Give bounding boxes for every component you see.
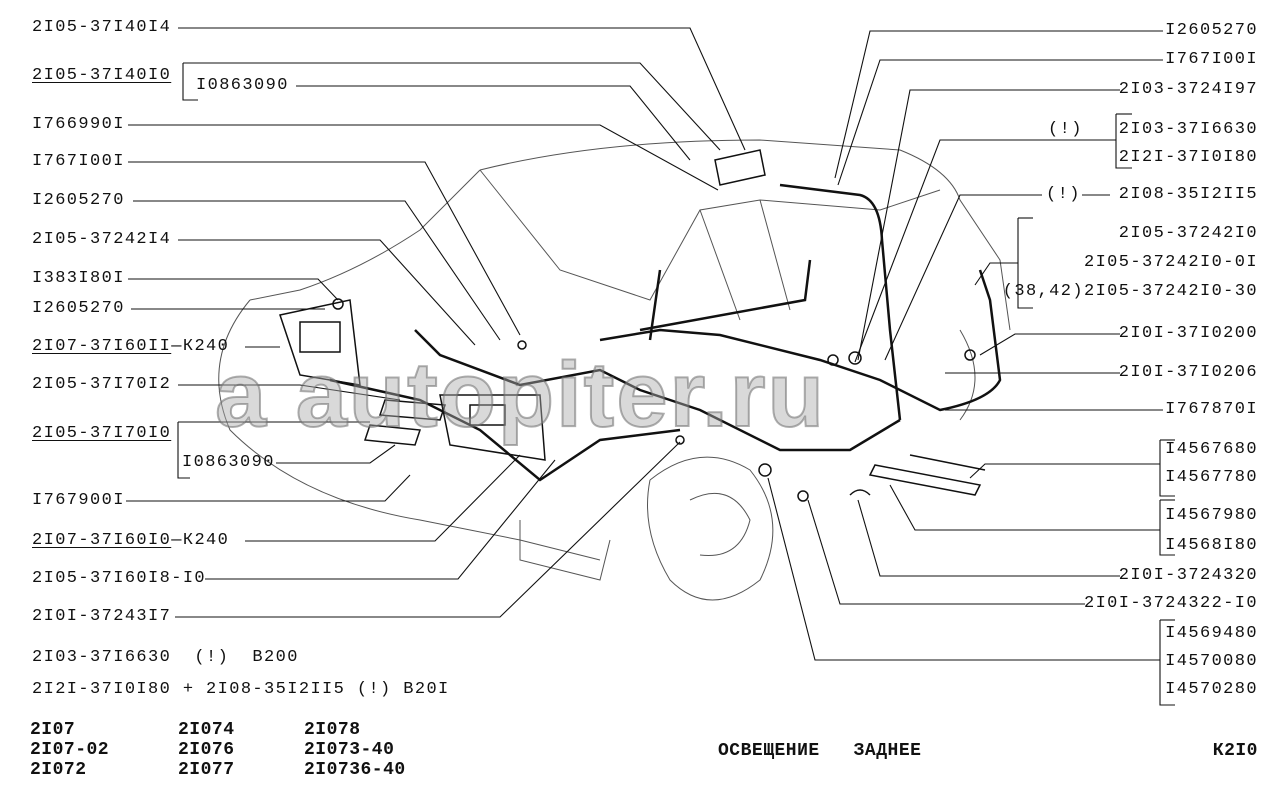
part-label: 2I0I-3724320 xyxy=(1118,566,1258,585)
part-label: 2I0I-37I0206 xyxy=(1118,363,1258,382)
part-label: I4570080 xyxy=(1165,652,1258,671)
part-label: I2605270 xyxy=(32,191,125,210)
part-label: 2I05-37I70I2 xyxy=(32,375,172,394)
part-label-assembly: 2I07-37I60I0—К240 xyxy=(32,532,229,550)
model: 2I07-02 xyxy=(30,740,110,760)
part-label: (38,42)2I05-37242I0-30 xyxy=(1002,282,1258,301)
model: 2I076 xyxy=(178,740,235,760)
part-label: 2I0I-3724322-I0 xyxy=(1083,594,1258,613)
part-suffix: —К240 xyxy=(171,531,230,550)
model: 2I078 xyxy=(304,720,361,740)
watermark: a autopiter.ru xyxy=(214,344,826,446)
part-label: I767870I xyxy=(1165,400,1258,419)
part-label: I4567780 xyxy=(1165,468,1258,487)
part-label: 2I05-37242I4 xyxy=(32,230,172,249)
part-label: I767I00I xyxy=(32,152,125,171)
part-label-sub: I0863090 xyxy=(182,453,275,472)
part-label: I766990I xyxy=(32,115,125,134)
part-label: I4567980 xyxy=(1165,506,1258,525)
model: 2I073-40 xyxy=(304,740,395,760)
part-label: 2I2I-37I0I80 xyxy=(1118,148,1258,167)
part-label: I4570280 xyxy=(1165,680,1258,699)
model: 2I0736-40 xyxy=(304,760,406,780)
leader-lines-left xyxy=(126,27,746,618)
part-label: 2I0I-37I0200 xyxy=(1118,324,1258,343)
part-label: I4568I80 xyxy=(1165,536,1258,555)
part-label: I767I00I xyxy=(1165,50,1258,69)
car-body-outline xyxy=(218,139,1011,601)
part-label-assembly: 2I05-37I70I0 xyxy=(32,424,172,443)
part-label: 2I0I-37243I7 xyxy=(32,607,172,626)
model: 2I077 xyxy=(178,760,235,780)
part-label: I4569480 xyxy=(1165,624,1258,643)
diagram-title: ОСВЕЩЕНИЕ ЗАДНЕЕ xyxy=(718,741,922,761)
part-label: I767900I xyxy=(32,491,125,510)
note-line: 2I2I-37I0I80 + 2I08-35I2II5 (!) B20I xyxy=(32,680,450,699)
part-label: 2I05-37I60I8-I0 xyxy=(32,569,207,588)
part-label: 2I05-37242I0 xyxy=(1118,224,1258,243)
part-suffix: —К240 xyxy=(171,337,230,356)
page-code: К2I0 xyxy=(1212,741,1258,761)
part-label: 2I03-37I6630 xyxy=(1118,120,1258,139)
note-line: 2I03-37I6630 (!) B200 xyxy=(32,648,299,667)
part-label: I2605270 xyxy=(1165,21,1258,40)
part-number: 2I07-37I60II xyxy=(32,337,172,356)
part-label: 2I08-35I2II5 xyxy=(1118,185,1258,204)
part-label: 2I05-37242I0-0I xyxy=(1083,253,1258,272)
model: 2I07 xyxy=(30,720,76,740)
part-label: I383I80I xyxy=(32,269,125,288)
model: 2I072 xyxy=(30,760,87,780)
part-label-sub: I0863090 xyxy=(196,76,289,95)
part-label: I2605270 xyxy=(32,299,125,318)
leader-lines-right xyxy=(767,30,1175,706)
model: 2I074 xyxy=(178,720,235,740)
attention-mark: (!) xyxy=(1046,185,1081,204)
part-label-assembly: 2I05-37I40I0 xyxy=(32,66,172,85)
part-label: I4567680 xyxy=(1165,440,1258,459)
part-label: 2I03-3724I97 xyxy=(1118,80,1258,99)
attention-mark: (!) xyxy=(1048,120,1083,139)
parts xyxy=(279,149,986,502)
part-label-assembly: 2I07-37I60II—К240 xyxy=(32,338,229,356)
part-number: 2I07-37I60I0 xyxy=(32,531,172,550)
part-label: 2I05-37I40I4 xyxy=(32,18,172,37)
